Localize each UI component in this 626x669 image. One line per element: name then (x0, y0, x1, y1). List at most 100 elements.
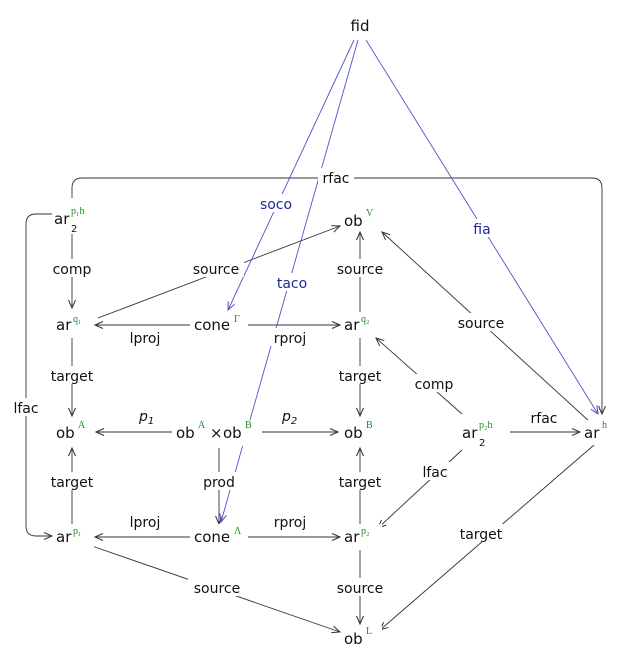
svg-text:target: target (51, 475, 94, 491)
svg-text:fid: fid (351, 17, 370, 35)
svg-text:A: A (198, 420, 206, 431)
node-ar2-p1h: ar 2 p₁h (52, 200, 96, 235)
node-obV: ob V (342, 206, 382, 230)
edge-label-lproj-bot: lproj (122, 512, 168, 531)
svg-text:lproj: lproj (130, 515, 161, 531)
arrow-soco (228, 39, 355, 310)
svg-text:rproj: rproj (274, 515, 307, 531)
edge-label-taco: taco (272, 273, 312, 292)
node-fid: fid (344, 16, 376, 36)
svg-text:rfac: rfac (323, 171, 350, 187)
svg-text:lproj: lproj (130, 331, 161, 347)
edge-label-source-right: source (452, 313, 510, 332)
node-obA: ob A (54, 420, 94, 444)
svg-text:comp: comp (415, 377, 454, 393)
svg-text:fia: fia (473, 222, 490, 238)
edge-label-source-mid-bot: source (332, 578, 388, 597)
edge-label-source-mid: source (332, 259, 388, 278)
svg-text:2: 2 (71, 224, 77, 235)
svg-text:L: L (366, 626, 372, 637)
svg-text:target: target (51, 369, 94, 385)
svg-text:source: source (194, 581, 241, 597)
svg-text:h: h (602, 420, 607, 431)
svg-text:p₁h: p₁h (71, 206, 85, 217)
node-arq1: ar q₁ (54, 312, 94, 336)
node-obB: ob B (342, 420, 382, 444)
svg-text:2: 2 (479, 438, 485, 449)
edge-label-fia: fia (470, 219, 494, 238)
edge-label-p1: p1 (138, 409, 154, 427)
svg-text:ar: ar (344, 528, 360, 546)
svg-text:p₁: p₁ (73, 526, 82, 537)
svg-text:q₂: q₂ (361, 314, 370, 325)
svg-text:ar: ar (584, 424, 600, 442)
svg-text:Λ: Λ (234, 526, 242, 537)
svg-text:target: target (339, 475, 382, 491)
node-arp2: ar p₂ (342, 524, 382, 548)
svg-text:ob: ob (56, 424, 75, 442)
svg-text:source: source (337, 581, 384, 597)
svg-text:ar: ar (54, 210, 70, 228)
svg-text:target: target (339, 369, 382, 385)
edge-label-target-right: target (454, 524, 508, 543)
edge-label-source-left: source (188, 259, 244, 278)
svg-text:lfac: lfac (13, 401, 38, 417)
svg-text:A: A (78, 420, 86, 431)
svg-text:comp: comp (53, 262, 92, 278)
svg-text:p2: p2 (281, 409, 297, 427)
svg-text:Γ: Γ (234, 314, 240, 325)
svg-text:V: V (366, 208, 374, 219)
svg-text:soco: soco (260, 197, 292, 213)
edge-label-lfac-left: lfac (8, 398, 44, 417)
svg-text:q₁: q₁ (73, 314, 82, 325)
node-obAxobB: ob A × ob B (174, 420, 260, 446)
svg-text:ob: ob (344, 424, 363, 442)
svg-text:prod: prod (203, 475, 235, 491)
edge-label-rproj-bot: rproj (266, 512, 314, 531)
svg-text:ar: ar (56, 528, 72, 546)
svg-text:cone: cone (194, 316, 230, 334)
svg-text:p₂h: p₂h (479, 420, 493, 431)
svg-text:B: B (366, 420, 373, 431)
edge-label-p2: p2 (281, 409, 297, 427)
edge-label-rfac-top: rfac (318, 168, 354, 187)
arrow-lfac-left (25, 213, 54, 536)
arrow-lfac-right (378, 449, 463, 528)
node-ar2-p2h: ar 2 p₂h (460, 418, 508, 450)
svg-text:source: source (458, 316, 505, 332)
node-coneGamma: cone Γ (192, 312, 246, 336)
node-obL: ob L (342, 626, 382, 650)
svg-text:ar: ar (462, 424, 478, 442)
svg-text:ar: ar (344, 316, 360, 334)
svg-text:ob: ob (223, 424, 242, 442)
edge-label-target-mid-top: target (334, 366, 386, 385)
svg-text:ob: ob (344, 630, 363, 648)
edge-label-prod: prod (198, 472, 240, 491)
svg-text:×: × (210, 424, 223, 442)
svg-text:ob: ob (176, 424, 195, 442)
svg-text:lfac: lfac (422, 465, 447, 481)
edge-label-source-bottom: source (188, 578, 246, 597)
svg-text:target: target (460, 527, 503, 543)
svg-text:B: B (245, 420, 252, 431)
svg-text:source: source (337, 262, 384, 278)
edge-label-target-mid-bot: target (334, 472, 386, 491)
svg-text:cone: cone (194, 528, 230, 546)
edge-label-lfac-right: lfac (416, 462, 454, 481)
svg-text:p₂: p₂ (361, 526, 370, 537)
svg-text:rproj: rproj (274, 331, 307, 347)
svg-text:rfac: rfac (531, 411, 558, 427)
node-coneLambda: cone Λ (192, 524, 246, 548)
edge-label-rproj-top: rproj (266, 328, 314, 347)
svg-text:ob: ob (344, 212, 363, 230)
node-arp1: ar p₁ (54, 524, 94, 548)
node-arq2: ar q₂ (342, 312, 382, 336)
node-arh: ar h (582, 420, 618, 444)
edge-label-lproj-top: lproj (122, 328, 168, 347)
svg-text:ar: ar (56, 316, 72, 334)
edge-label-soco: soco (254, 194, 298, 213)
edge-label-comp-left: comp (48, 259, 96, 278)
edge-label-target-left-bot: target (46, 472, 98, 491)
svg-text:source: source (193, 262, 240, 278)
